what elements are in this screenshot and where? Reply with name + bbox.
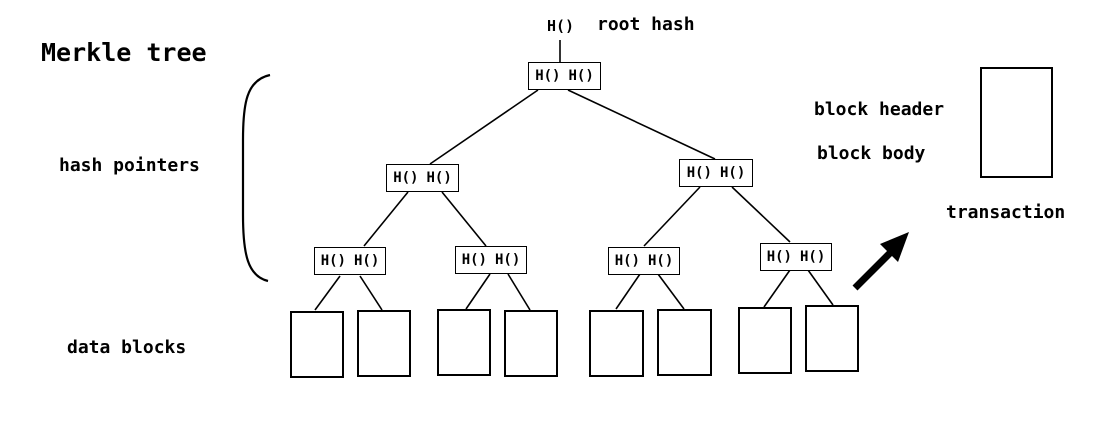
block-header-label: block header	[814, 99, 945, 120]
hash-pointers-label: hash pointers	[59, 155, 200, 176]
edge-leaf1b	[359, 275, 383, 311]
block-body-label: block body	[817, 143, 926, 164]
hash-cell-left: H()	[393, 170, 419, 186]
hash-cell-right: H()	[354, 253, 380, 269]
hash-cell-right: H()	[800, 249, 826, 265]
hash-node-level1-right: H() H()	[679, 159, 753, 187]
hash-cell-left: H()	[766, 249, 792, 265]
transaction-arrow	[852, 232, 909, 291]
hash-pointers-brace	[241, 73, 271, 283]
hash-cell-left: H()	[461, 252, 487, 268]
root-hash-label: root hash	[597, 14, 695, 35]
hash-node-level1-left: H() H()	[386, 164, 459, 192]
edge-l-lr	[441, 191, 487, 247]
hash-cell-right: H()	[720, 165, 746, 181]
data-block	[290, 311, 344, 378]
edge-leaf2b	[507, 273, 531, 311]
hash-cell-left: H()	[320, 253, 346, 269]
hash-cell-right: H()	[648, 253, 674, 269]
data-block	[589, 310, 644, 377]
hash-node-level2-4: H() H()	[760, 243, 832, 271]
data-block	[357, 310, 411, 377]
edge-l-ll	[363, 191, 409, 247]
root-hash-function: H()	[547, 17, 575, 35]
edge-leaf3b	[657, 273, 685, 310]
hash-cell-right: H()	[426, 170, 452, 186]
data-block	[657, 309, 712, 376]
edge-leaf2a	[465, 273, 491, 310]
data-block	[504, 310, 558, 377]
data-block	[805, 305, 859, 372]
hash-node-level2-3: H() H()	[608, 247, 680, 275]
hash-cell-left: H()	[535, 68, 561, 84]
block-box	[980, 67, 1053, 178]
edge-leaf3a	[615, 273, 641, 310]
hash-cell-left: H()	[614, 253, 640, 269]
hash-cell-right: H()	[568, 68, 594, 84]
edge-leaf4a	[763, 269, 791, 308]
edge-r-rr	[731, 186, 791, 243]
edge-r-rl	[643, 186, 701, 247]
root-node: H() H()	[528, 62, 601, 90]
diagram-title: Merkle tree	[41, 38, 207, 67]
edge-leaf4b	[807, 269, 834, 306]
data-block	[437, 309, 491, 376]
hash-cell-right: H()	[495, 252, 521, 268]
edge-root-left	[429, 89, 539, 165]
data-block	[738, 307, 792, 374]
hash-cell-left: H()	[686, 165, 712, 181]
edge-leaf1a	[314, 275, 341, 311]
hash-node-level2-1: H() H()	[314, 247, 386, 275]
data-blocks-label: data blocks	[67, 337, 187, 358]
transaction-label: transaction	[946, 202, 1066, 223]
edge-root-right	[567, 89, 716, 160]
hash-node-level2-2: H() H()	[455, 246, 527, 274]
